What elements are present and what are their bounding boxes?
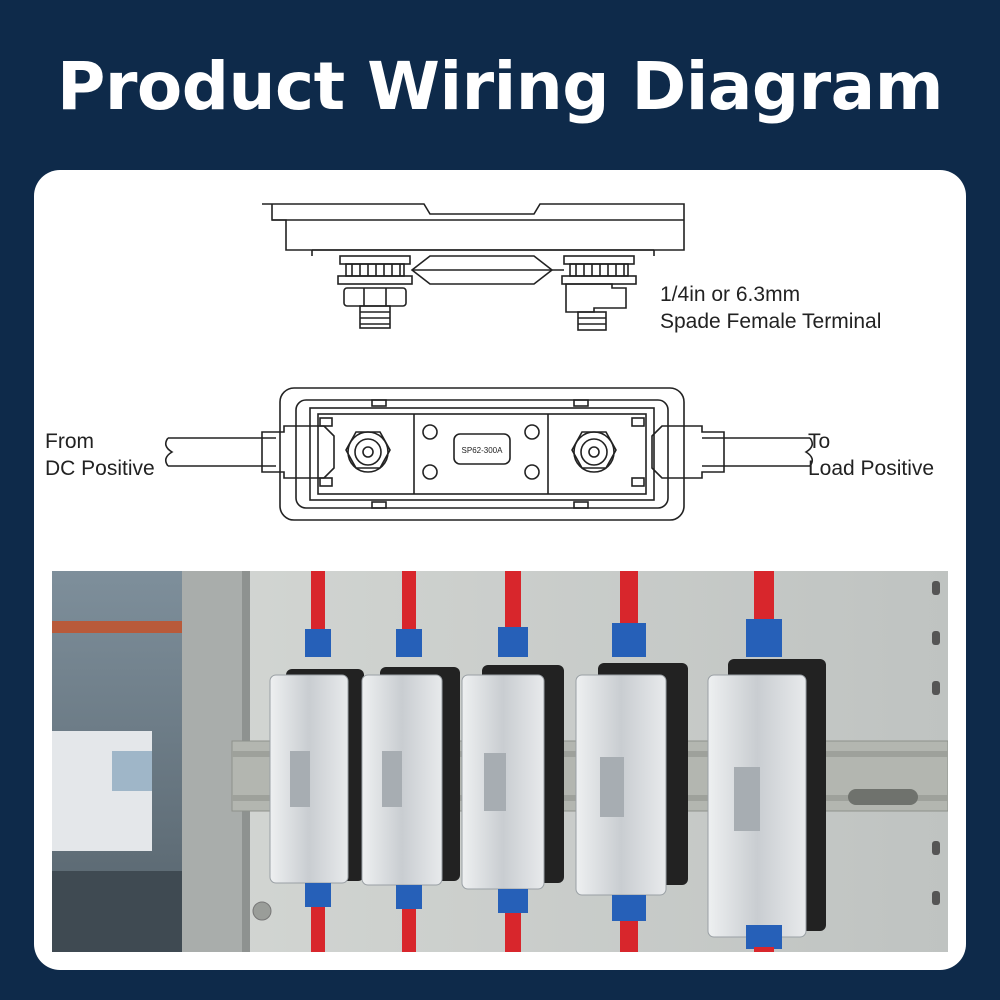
fuse-holder-unit xyxy=(575,571,688,952)
fuse-holder-unit xyxy=(269,571,364,952)
terminal-label-line2: Spade Female Terminal xyxy=(660,310,882,333)
fuse-marking-text: SP62-300A xyxy=(462,446,504,455)
to-label-line2: Load Positive xyxy=(808,457,935,480)
page-title: Product Wiring Diagram xyxy=(57,48,944,125)
side-view-fuse-holder xyxy=(262,203,685,331)
top-view-fuse-holder xyxy=(164,387,814,521)
wiring-line-diagram: SP62-300A xyxy=(164,203,814,521)
from-label-line1: From xyxy=(45,430,94,453)
fuse-holder-unit xyxy=(361,571,460,952)
fuse-holder-unit xyxy=(461,571,564,952)
content-card: SP62-300A 1/4in or 6.3mm Spade Female Te… xyxy=(34,170,966,970)
from-label-line2: DC Positive xyxy=(45,457,155,480)
fuse-holder-unit xyxy=(707,571,826,952)
installed-fuse-holders-photo xyxy=(52,571,948,952)
terminal-label-line1: 1/4in or 6.3mm xyxy=(660,283,801,306)
to-label-line1: To xyxy=(808,430,831,453)
